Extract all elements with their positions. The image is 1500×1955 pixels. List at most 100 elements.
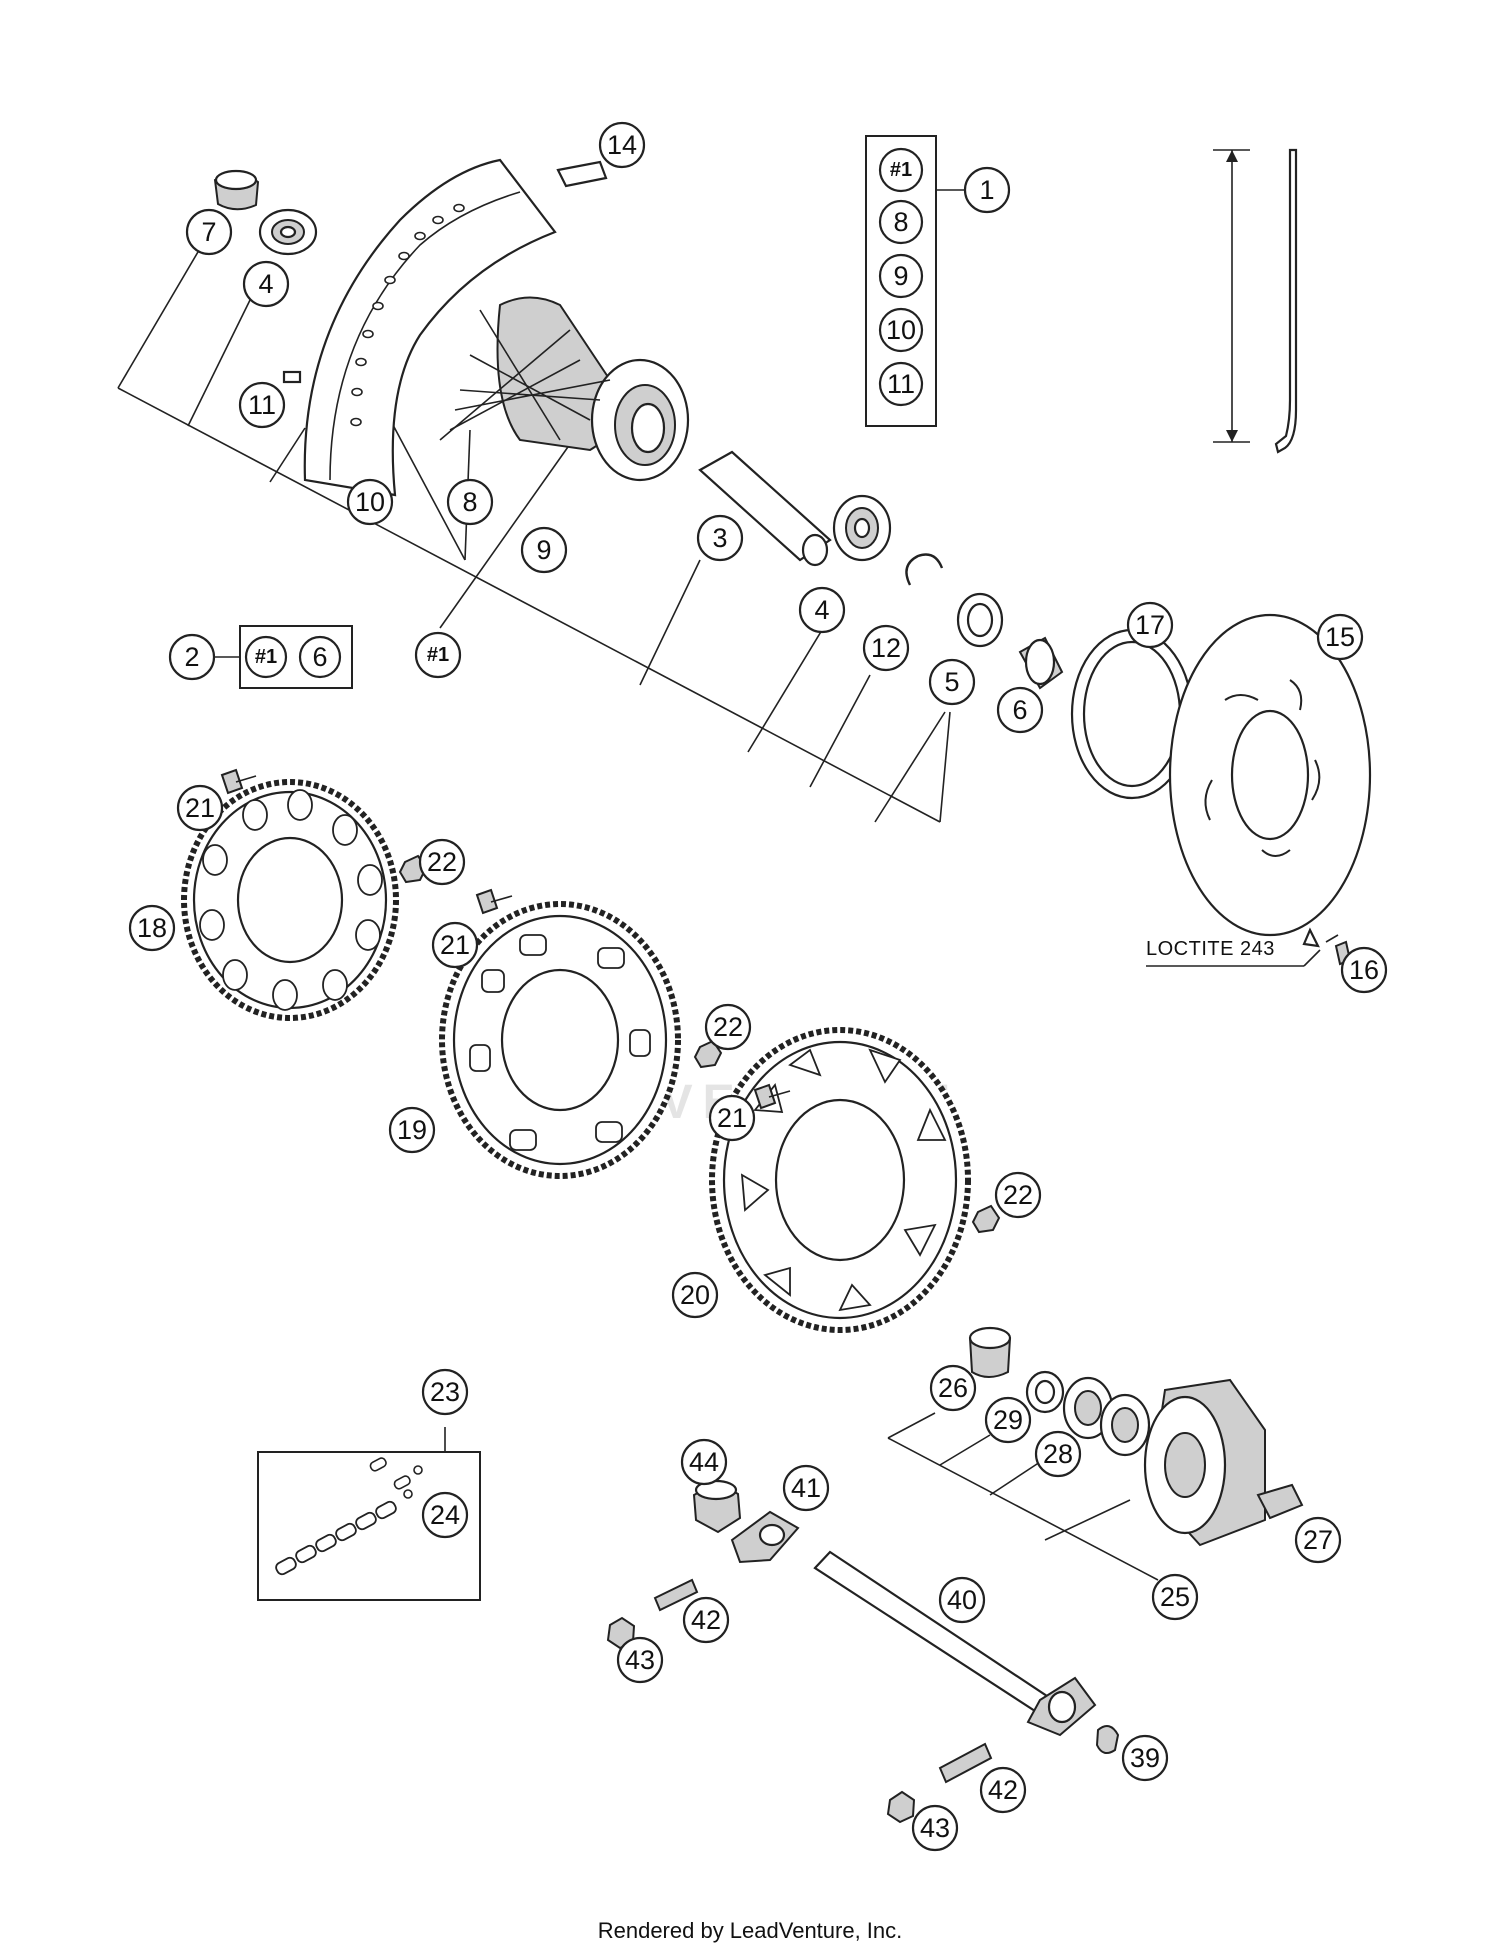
callouts: 14 7 4 11 10 8 9 3 4 12 5 6 17 15 16 2 #… <box>128 121 1388 1852</box>
kit-box-2 <box>239 625 353 689</box>
svg-text:22: 22 <box>427 847 457 877</box>
svg-text:19: 19 <box>397 1115 427 1145</box>
callout-1-kit-8: 8 <box>878 199 924 245</box>
svg-text:10: 10 <box>886 315 916 345</box>
callout-1-kit-10: 10 <box>878 307 924 353</box>
callout-2-kit-1: #1 <box>244 635 288 679</box>
svg-text:4: 4 <box>258 269 273 299</box>
chain <box>275 1500 397 1576</box>
svg-text:8: 8 <box>462 487 477 517</box>
svg-text:#1: #1 <box>890 159 912 181</box>
svg-text:#1: #1 <box>427 644 449 666</box>
callout-22-a: 22 <box>418 838 466 886</box>
svg-text:18: 18 <box>137 913 167 943</box>
callout-2: 2 <box>168 633 216 681</box>
callout-22-b: 22 <box>704 1003 752 1051</box>
leader-lines <box>117 149 1339 1581</box>
svg-text:42: 42 <box>988 1775 1018 1805</box>
svg-text:25: 25 <box>1160 1582 1190 1612</box>
loctite-label: LOCTITE 243 <box>1146 938 1275 960</box>
sprocket-20 <box>709 1027 971 1333</box>
callout-24: 24 <box>421 1491 469 1539</box>
svg-text:15: 15 <box>1325 622 1355 652</box>
callout-4-lower: 4 <box>798 586 846 634</box>
callout-21-a: 21 <box>176 784 224 832</box>
svg-text:11: 11 <box>248 390 276 420</box>
svg-text:29: 29 <box>993 1405 1023 1435</box>
callout-6: 6 <box>996 686 1044 734</box>
svg-text:1: 1 <box>979 175 994 205</box>
callout-17: 17 <box>1126 601 1174 649</box>
svg-text:12: 12 <box>871 633 901 663</box>
callout-39: 39 <box>1121 1734 1169 1782</box>
callout-20: 20 <box>671 1271 719 1319</box>
svg-text:39: 39 <box>1130 1743 1160 1773</box>
svg-text:16: 16 <box>1349 955 1379 985</box>
svg-text:26: 26 <box>938 1373 968 1403</box>
callout-41: 41 <box>782 1464 830 1512</box>
svg-text:9: 9 <box>893 261 908 291</box>
svg-text:6: 6 <box>312 642 327 672</box>
callout-42-a: 42 <box>682 1596 730 1644</box>
svg-text:20: 20 <box>680 1280 710 1310</box>
callout-16: 16 <box>1340 946 1388 994</box>
svg-text:21: 21 <box>185 793 215 823</box>
svg-text:24: 24 <box>430 1500 460 1530</box>
svg-text:7: 7 <box>201 217 216 247</box>
callout-10: 10 <box>346 478 394 526</box>
svg-text:40: 40 <box>947 1585 977 1615</box>
callout-40: 40 <box>938 1576 986 1624</box>
callout-22-c: 22 <box>994 1171 1042 1219</box>
callout-1: 1 <box>963 166 1011 214</box>
callout-26: 26 <box>929 1364 977 1412</box>
callout-25: 25 <box>1151 1573 1199 1621</box>
callout-4-top: 4 <box>242 260 290 308</box>
svg-text:44: 44 <box>689 1447 719 1477</box>
sprocket-19 <box>439 901 681 1179</box>
callout-18: 18 <box>128 904 176 952</box>
callout-19: 19 <box>388 1106 436 1154</box>
svg-text:10: 10 <box>355 487 385 517</box>
callout-hash-1: #1 <box>414 631 462 679</box>
callout-14: 14 <box>598 121 646 169</box>
callout-3: 3 <box>696 514 744 562</box>
svg-text:4: 4 <box>814 595 829 625</box>
svg-text:42: 42 <box>691 1605 721 1635</box>
callout-23: 23 <box>421 1368 469 1416</box>
callout-2-kit-6: 6 <box>298 635 342 679</box>
callout-29: 29 <box>984 1396 1032 1444</box>
callout-9: 9 <box>520 526 568 574</box>
svg-text:21: 21 <box>717 1103 747 1133</box>
callout-28: 28 <box>1034 1430 1082 1478</box>
svg-text:23: 23 <box>430 1377 460 1407</box>
svg-text:28: 28 <box>1043 1439 1073 1469</box>
callout-42-b: 42 <box>979 1766 1027 1814</box>
svg-text:41: 41 <box>791 1473 821 1503</box>
svg-text:22: 22 <box>1003 1180 1033 1210</box>
callout-1-kit-11: 11 <box>878 361 924 407</box>
svg-text:2: 2 <box>184 642 199 672</box>
callout-21-b: 21 <box>431 921 479 969</box>
svg-text:27: 27 <box>1303 1525 1333 1555</box>
callout-11: 11 <box>238 381 286 429</box>
callout-15: 15 <box>1316 613 1364 661</box>
svg-text:#1: #1 <box>255 646 277 668</box>
callout-7: 7 <box>185 208 233 256</box>
rim <box>303 158 557 497</box>
callout-1-kit-hash1: #1 <box>878 147 924 193</box>
part-drawings <box>181 148 1372 1824</box>
callout-43-a: 43 <box>616 1636 664 1684</box>
svg-text:8: 8 <box>893 207 908 237</box>
svg-text:3: 3 <box>712 523 727 553</box>
svg-text:43: 43 <box>920 1813 950 1843</box>
callout-8: 8 <box>446 478 494 526</box>
kit-box-1 <box>865 135 937 427</box>
callout-21-c: 21 <box>708 1094 756 1142</box>
svg-text:21: 21 <box>440 930 470 960</box>
svg-text:14: 14 <box>607 130 637 160</box>
svg-text:6: 6 <box>1012 695 1027 725</box>
svg-text:9: 9 <box>536 535 551 565</box>
callout-12: 12 <box>862 624 910 672</box>
svg-text:11: 11 <box>887 369 915 399</box>
